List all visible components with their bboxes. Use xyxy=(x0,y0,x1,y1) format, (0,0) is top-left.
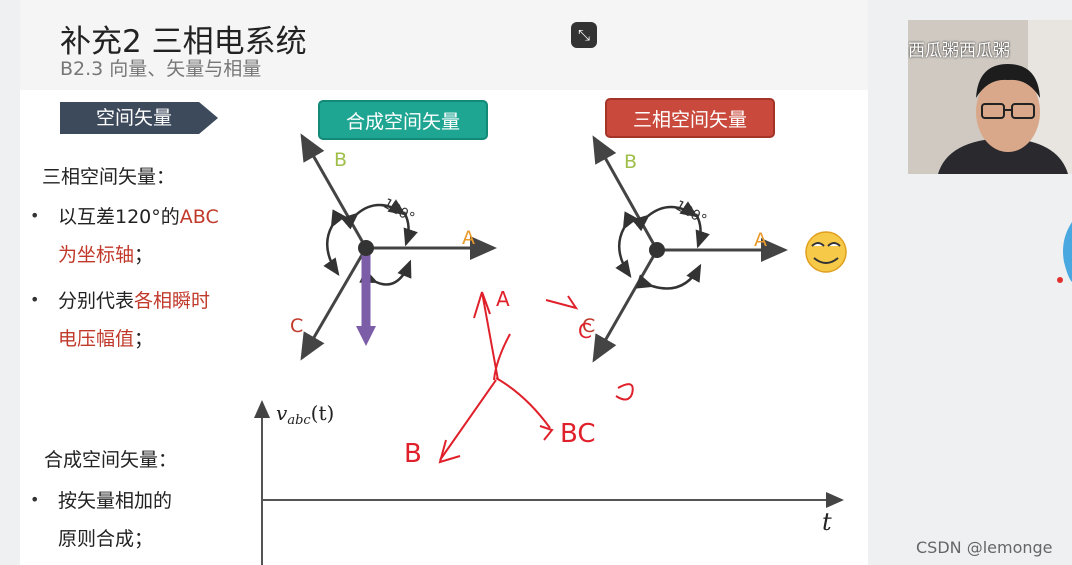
left-angle-label: 120° xyxy=(380,196,417,227)
right-axes xyxy=(592,135,788,363)
slide-subtitle: B2.3 向量、矢量与相量 xyxy=(60,58,262,80)
webcam-feed: 西瓜粥西瓜粥 xyxy=(908,20,1072,174)
bullet1-line2: 为坐标轴； xyxy=(58,244,154,266)
exit-fullscreen-icon[interactable]: ⤡ xyxy=(571,22,597,48)
bullet-dot: • xyxy=(30,206,40,225)
composite-vector-box: 合成空间矢量 xyxy=(318,100,488,140)
handwritten-bc: BC xyxy=(560,419,596,449)
plot-xlabel: t xyxy=(822,508,832,536)
three-phase-vector-box: 三相空间矢量 xyxy=(605,98,775,138)
title-band xyxy=(20,0,868,90)
section-tag: 空间矢量 xyxy=(60,102,218,134)
left-label-a: A xyxy=(462,227,475,249)
slide-title: 补充2 三相电系统 xyxy=(60,24,307,60)
presenter-figure xyxy=(908,20,1072,174)
left-label-c: C xyxy=(290,315,303,337)
handwritten-b: B xyxy=(404,439,422,469)
left-axes xyxy=(300,133,497,361)
plot-axes xyxy=(254,400,844,565)
smiley-icon xyxy=(805,231,847,273)
plot-ylabel: vabc(t) xyxy=(276,401,334,428)
bullet2-line2: 电压幅值； xyxy=(58,328,154,350)
slide: 补充2 三相电系统 B2.3 向量、矢量与相量 空间矢量 合成空间矢量 三相空间… xyxy=(20,0,868,565)
handwritten-a: A xyxy=(496,287,510,311)
vector-diagram: A B C 120° A B C 120° xyxy=(254,133,847,565)
handwritten-annotation xyxy=(438,291,634,464)
right-angle-label: 120° xyxy=(672,198,709,229)
bullet3-line1: 按矢量相加的 xyxy=(58,490,173,512)
heading-composite: 合成空间矢量： xyxy=(44,449,178,471)
webcam-caption: 西瓜粥西瓜粥 xyxy=(908,41,1010,61)
bullet-dot: • xyxy=(30,290,40,309)
handwritten-c: C xyxy=(578,319,592,343)
right-label-c: C xyxy=(582,315,595,337)
left-label-b: B xyxy=(334,149,347,171)
right-label-b: B xyxy=(624,151,637,173)
bullet1-line1: 以互差120°的ABC xyxy=(58,206,219,228)
right-label-a: A xyxy=(754,229,767,251)
bullet2-line1: 分别代表各相瞬时 xyxy=(58,290,211,312)
bullet3-line2: 原则合成； xyxy=(58,528,154,550)
csdn-watermark: CSDN @lemonge xyxy=(916,538,1053,557)
heading-three-phase: 三相空间矢量： xyxy=(42,166,176,188)
bullet-dot: • xyxy=(30,490,40,509)
